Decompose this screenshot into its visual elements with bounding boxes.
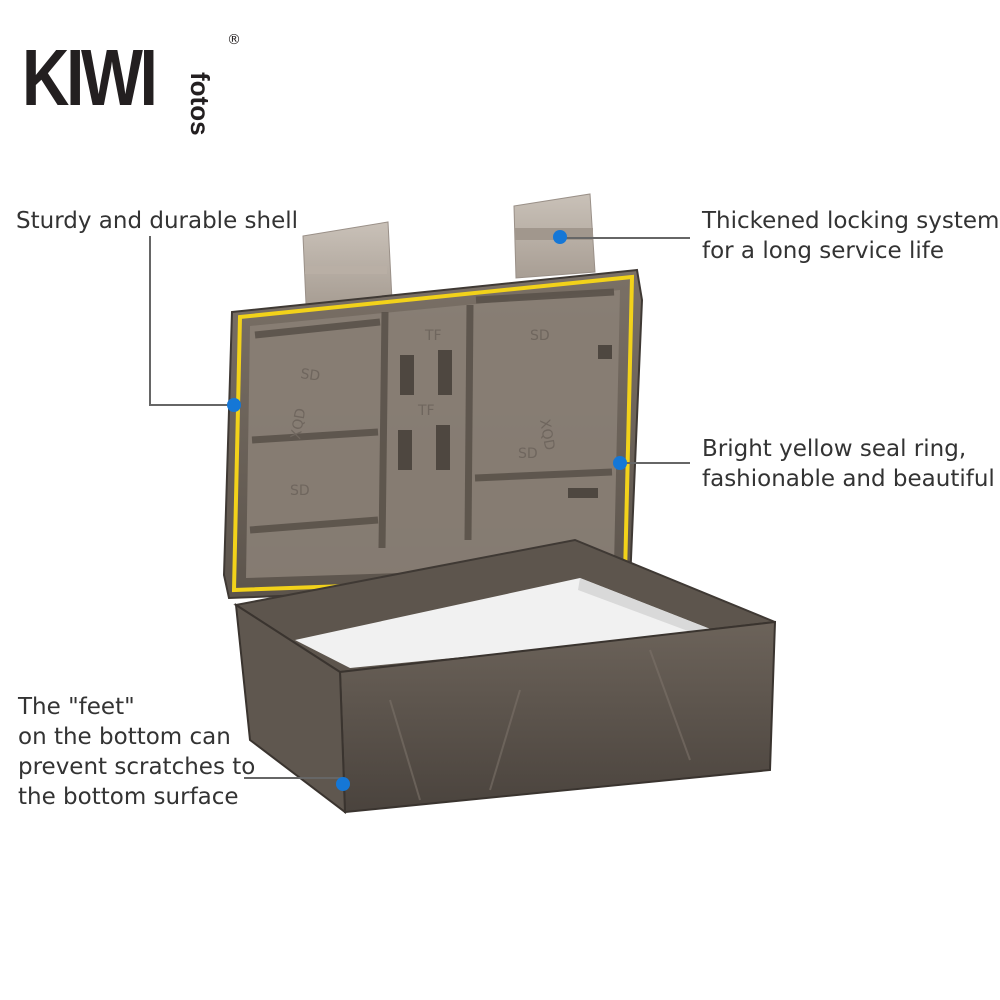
tray-label-sd-1: SD (299, 366, 321, 385)
tray-label-xqd-1: XQD (288, 407, 309, 441)
callout-shell-line1: Sturdy and durable shell (16, 208, 299, 234)
tray-label-tf-2: TF (417, 403, 435, 419)
logo-registered-mark: ® (227, 32, 241, 48)
leader-shell (149, 236, 234, 406)
callout-locking: Thickened locking system for a long serv… (702, 206, 999, 266)
tray-label-sd-4: SD (518, 446, 538, 462)
tray-label-sd-2: SD (530, 328, 550, 344)
callout-seal-line1: Bright yellow seal ring, (702, 436, 967, 462)
callout-locking-line1: Thickened locking system (702, 208, 1000, 234)
callout-locking-line2: for a long service life (702, 238, 945, 264)
tray-label-tf-1: TF (424, 328, 442, 344)
marker-feet (336, 777, 350, 791)
locking-clip-left (302, 221, 393, 305)
callout-feet-line4: the bottom surface (18, 784, 239, 810)
brand-logo: KIWI fotos ® (22, 32, 252, 136)
callout-feet-line1: The "feet" (18, 694, 135, 720)
callout-feet-line3: prevent scratches to (18, 754, 256, 780)
callout-feet-line2: on the bottom can (18, 724, 231, 750)
marker-locking (553, 230, 567, 244)
callout-shell: Sturdy and durable shell (16, 206, 298, 236)
base-shell (233, 538, 777, 815)
callout-seal: Bright yellow seal ring, fashionable and… (702, 434, 995, 494)
callout-feet: The "feet" on the bottom can prevent scr… (18, 692, 255, 812)
logo-wordmark: KIWI (22, 33, 158, 122)
tray-label-xqd-2: XQD (536, 418, 557, 452)
leader-lines (149, 236, 690, 779)
marker-shell (227, 398, 241, 412)
callout-seal-line2: fashionable and beautiful (702, 466, 995, 492)
tray-label-sd-3: SD (290, 483, 310, 499)
marker-seal (613, 456, 627, 470)
